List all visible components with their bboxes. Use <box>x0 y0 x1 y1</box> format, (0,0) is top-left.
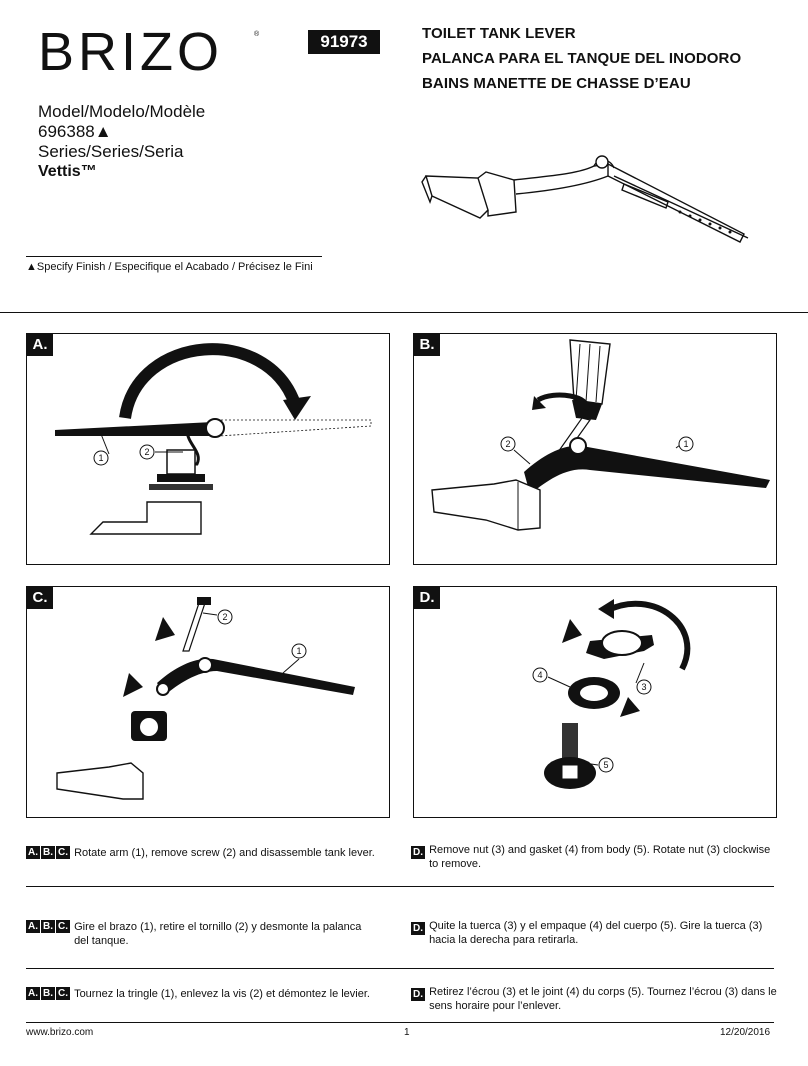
callout-c-2: 2 <box>222 612 227 622</box>
footer-rule <box>26 1022 774 1023</box>
footer-date: 12/20/2016 <box>720 1027 771 1038</box>
svg-text:®: ® <box>254 30 260 38</box>
panel-a: A. 1 2 <box>26 333 390 565</box>
instruction-text: Retirez l’écrou (3) et le joint (4) du c… <box>429 986 777 998</box>
panel-a-illustration: 1 2 <box>55 343 372 535</box>
badge-c: C. <box>56 987 70 1000</box>
badge-d: D. <box>411 988 425 1001</box>
title-spanish: PALANCA PARA EL TANQUE DEL INODORO <box>422 50 742 67</box>
panel-label-d: D. <box>414 587 440 609</box>
instruction-text: Tournez la tringle (1), enlevez la vis (… <box>74 988 370 1000</box>
model-label: Model/Modelo/Modèle <box>38 102 206 121</box>
badge-d: D. <box>411 922 425 935</box>
footer-page-number: 1 <box>404 1027 410 1038</box>
callout-b-2: 2 <box>505 439 510 449</box>
callout-d-4: 4 <box>537 670 542 680</box>
panel-b-illustration: 2 1 <box>431 339 770 531</box>
panel-label-c: C. <box>27 587 53 609</box>
badge-d: D. <box>411 846 425 859</box>
instruction-text: to remove. <box>429 858 482 870</box>
title-french: BAINS MANETTE DE CHASSE D’EAU <box>422 75 691 92</box>
badge-b: B. <box>41 846 55 859</box>
instruction-abc-spanish: A.B.C. Gire el brazo (1), retire el torn… <box>26 920 361 948</box>
instruction-text: del tanque. <box>74 935 129 947</box>
panel-d-illustration: 4 3 5 <box>532 599 691 789</box>
badge-a: A. <box>26 920 40 933</box>
series-name: Vettis™ <box>38 163 97 180</box>
callout-d-5: 5 <box>603 760 608 770</box>
up-arrow-icon <box>562 619 582 643</box>
panel-c: C. 2 1 <box>26 586 390 818</box>
section-divider <box>0 312 808 313</box>
model-number: 696388▲ <box>38 122 112 141</box>
rotate-arrow-icon <box>532 396 546 410</box>
instruction-text: sens horaire pour l’enlever. <box>429 1000 562 1012</box>
row-divider <box>26 886 774 887</box>
document-number: 91973 <box>308 30 380 54</box>
instruction-d-spanish: D. Quite la tuerca (3) y el empaque (4) … <box>411 919 762 947</box>
instruction-text: Rotate arm (1), remove screw (2) and dis… <box>74 847 375 859</box>
series-label: Series/Series/Seria <box>38 142 184 161</box>
instruction-abc-french: A.B.C. Tournez la tringle (1), enlevez l… <box>26 987 370 1001</box>
instruction-d-french: D. Retirez l’écrou (3) et le joint (4) d… <box>411 985 777 1013</box>
callout-a-1: 1 <box>98 453 103 463</box>
title-english: TOILET TANK LEVER <box>422 25 576 42</box>
panel-label-a: A. <box>27 334 53 356</box>
up-arrow-icon <box>155 617 175 641</box>
badge-b: B. <box>41 920 55 933</box>
badge-c: C. <box>56 920 70 933</box>
badge-c: C. <box>56 846 70 859</box>
finish-note: ▲Specify Finish / Especifique el Acabado… <box>26 261 313 273</box>
up-arrow-icon <box>123 673 143 697</box>
panel-label-b: B. <box>414 334 440 356</box>
badge-a: A. <box>26 987 40 1000</box>
row-divider <box>26 968 774 969</box>
panel-d: D. 4 3 5 <box>413 586 777 818</box>
up-arrow-icon <box>620 697 640 717</box>
finish-rule <box>26 256 322 257</box>
instruction-text: Quite la tuerca (3) y el empaque (4) del… <box>429 920 763 932</box>
rotate-arrow-icon <box>283 396 311 420</box>
badge-b: B. <box>41 987 55 1000</box>
footer-website[interactable]: www.brizo.com <box>26 1027 94 1038</box>
instruction-d-english: D. Remove nut (3) and gasket (4) from bo… <box>411 843 770 871</box>
instruction-abc-english: A.B.C. Rotate arm (1), remove screw (2) … <box>26 846 375 860</box>
rotate-arrow-icon <box>598 599 614 619</box>
tank-lever-illustration <box>421 155 749 243</box>
instruction-text: hacia la derecha para retirarla. <box>429 934 579 946</box>
panel-c-illustration: 2 1 <box>56 597 355 800</box>
callout-c-1: 1 <box>296 646 301 656</box>
brand-wordmark: BRIZO <box>38 22 223 78</box>
brizo-logo: BRIZO ® <box>38 22 260 78</box>
callout-a-2: 2 <box>144 447 149 457</box>
callout-d-3: 3 <box>641 682 646 692</box>
badge-a: A. <box>26 846 40 859</box>
instruction-text: Remove nut (3) and gasket (4) from body … <box>429 844 771 856</box>
callout-b-1: 1 <box>683 439 688 449</box>
instruction-text: Gire el brazo (1), retire el tornillo (2… <box>74 921 362 933</box>
panel-b: B. 2 1 <box>413 333 777 565</box>
